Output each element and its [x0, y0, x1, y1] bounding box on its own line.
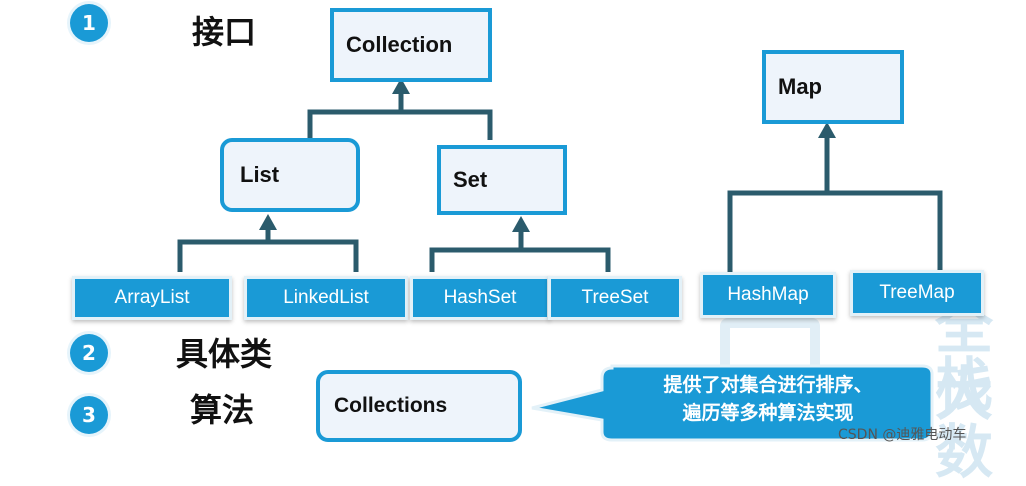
- arrowhead-set: [512, 216, 530, 232]
- map-label: Map: [778, 74, 822, 99]
- label-concrete-class: 具体类: [176, 335, 273, 373]
- badge-1: 1: [70, 4, 108, 42]
- callout-line-2: 遍历等多种算法实现: [682, 403, 854, 424]
- badge-2: 2: [70, 334, 108, 372]
- treeset-box: TreeSet: [548, 276, 682, 320]
- arrowhead-list: [259, 214, 277, 230]
- hashmap-box: HashMap: [700, 272, 836, 318]
- label-algorithm: 算法: [190, 391, 255, 429]
- callout-text: 提供了对集合进行排序、 遍历等多种算法实现: [608, 372, 928, 428]
- treemap-label: TreeMap: [879, 282, 955, 303]
- badge-3: 3: [70, 396, 108, 434]
- callout-bubble: [531, 364, 934, 442]
- linkedlist-box: LinkedList: [244, 276, 408, 320]
- connector-lines: [177, 78, 943, 442]
- collections-algorithm-box: Collections: [316, 370, 522, 442]
- list-label: List: [240, 162, 280, 187]
- collection-interface-box: Collection: [330, 8, 492, 82]
- arraylist-label: ArrayList: [114, 287, 190, 308]
- set-label: Set: [453, 167, 488, 192]
- list-interface-box: List: [220, 138, 360, 212]
- callout-line-1: 提供了对集合进行排序、: [663, 375, 873, 396]
- map-interface-box: Map: [762, 50, 904, 124]
- collections-label: Collections: [334, 394, 448, 417]
- hashset-label: HashSet: [443, 287, 517, 308]
- treemap-box: TreeMap: [850, 270, 984, 316]
- footer-credit: CSDN @迪雅电动车: [838, 427, 967, 443]
- arrowhead-map: [818, 122, 836, 138]
- arraylist-box: ArrayList: [72, 276, 232, 320]
- linkedlist-label: LinkedList: [283, 287, 369, 308]
- hashmap-label: HashMap: [727, 284, 809, 305]
- hashset-box: HashSet: [410, 276, 550, 320]
- set-interface-box: Set: [437, 145, 567, 215]
- treeset-label: TreeSet: [581, 287, 649, 308]
- arrowhead-collection: [392, 78, 410, 94]
- label-interface: 接口: [192, 13, 257, 51]
- collection-label: Collection: [346, 32, 453, 57]
